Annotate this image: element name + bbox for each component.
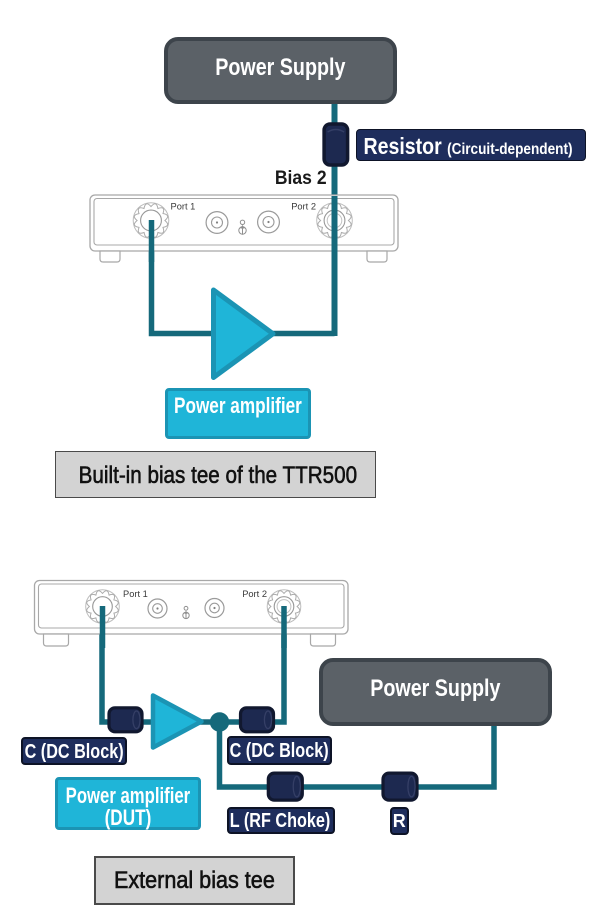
svg-text:Port 1: Port 1 xyxy=(171,202,196,212)
svg-text:Port 2: Port 2 xyxy=(291,202,316,212)
svg-text:Port 1: Port 1 xyxy=(123,589,148,599)
svg-text:Port 2: Port 2 xyxy=(242,589,267,599)
